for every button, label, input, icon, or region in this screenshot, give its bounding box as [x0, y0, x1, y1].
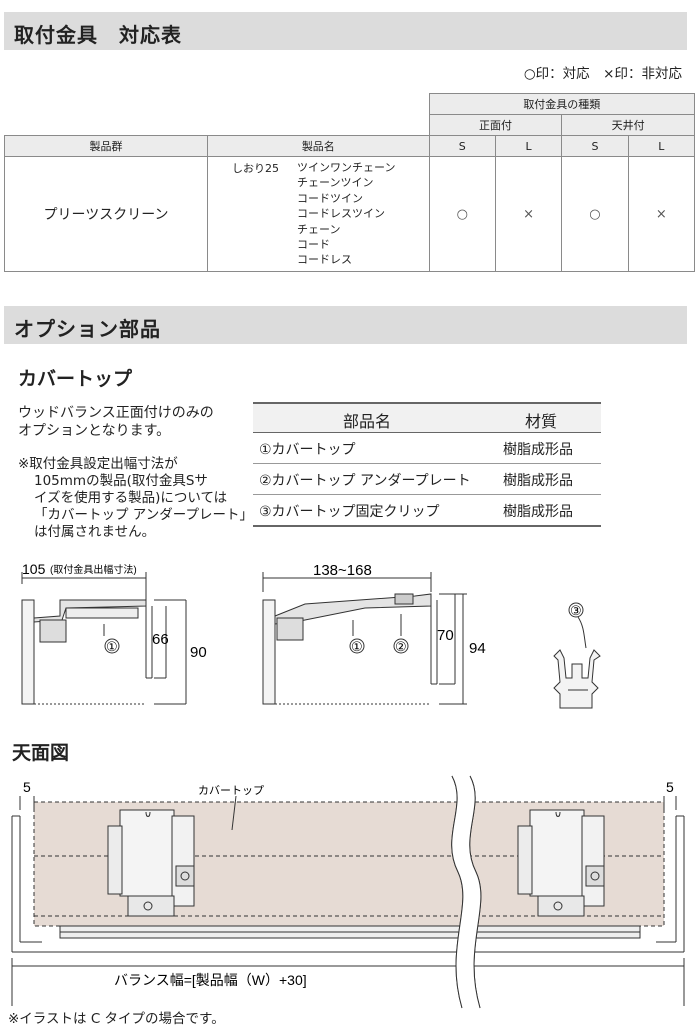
footnote: ※イラストは C タイプの場合です。	[8, 1011, 225, 1027]
header-size: S	[428, 135, 496, 157]
part-name: ①カバートップ	[259, 442, 356, 458]
part-marker-1: ①	[351, 639, 363, 654]
subtitle-cover-top: カバートップ	[18, 368, 133, 390]
diagram-side-105: 105 (取付金具出幅寸法) 66 90 ①	[21, 561, 207, 705]
part-marker-3: ③	[570, 603, 582, 618]
description-line: オプションとなります。	[18, 423, 171, 439]
part-name: ③カバートップ固定クリップ	[259, 504, 440, 520]
header-front-mount: 正面付	[428, 114, 563, 136]
note-line: 「カバートップ アンダープレート」	[34, 507, 253, 523]
compat-mark: ○	[428, 156, 496, 272]
dim-width-138-168: 138~168	[313, 562, 372, 579]
gap-left-5: 5	[23, 779, 31, 795]
list-item: コードツイン	[297, 191, 364, 205]
section-bar-mount-table: 取付金具 対応表	[4, 12, 687, 50]
parts-table: 部品名 材質 ①カバートップ 樹脂成形品 ②カバートップ アンダープレート 樹脂…	[253, 402, 601, 527]
part-material: 樹脂成形品	[503, 504, 573, 520]
header-size: L	[494, 135, 563, 157]
gap-right-5: 5	[666, 779, 674, 795]
dim-height-90: 90	[190, 644, 207, 661]
header-part-name: 部品名	[343, 412, 392, 431]
compat-mark: ×	[494, 156, 563, 272]
cover-top-label: カバートップ	[198, 784, 264, 797]
compat-mark: ×	[627, 156, 696, 272]
list-item: ツインワンチェーン	[297, 161, 396, 174]
dim-height-94: 94	[469, 640, 486, 657]
table-row: ②カバートップ アンダープレート 樹脂成形品	[253, 464, 601, 495]
part-marker-1: ①	[106, 639, 118, 654]
compat-mark: ○	[561, 156, 629, 272]
list-item: チェーンツイン	[297, 176, 374, 190]
dim-width-note: (取付金具出幅寸法)	[50, 563, 137, 576]
note-line: は付属されません。	[34, 524, 156, 540]
description-line: ウッドバランス正面付けのみの	[18, 405, 214, 421]
part-material: 樹脂成形品	[503, 442, 573, 458]
header-mount-type: 取付金具の種類	[428, 93, 696, 115]
top-view-title: 天面図	[12, 742, 70, 764]
list-item: コードレスツイン	[297, 207, 386, 221]
diagram-side-138-168: 138~168 70 94 ① ②	[262, 562, 486, 705]
section-bar-options: オプション部品	[4, 306, 687, 344]
table-row: ①カバートップ 樹脂成形品	[253, 433, 601, 464]
parts-table-header: 部品名 材質	[253, 402, 601, 433]
balance-width-formula: バランス幅=[製品幅（W）+30]	[114, 972, 307, 988]
option-note: ※取付金具設定出幅寸法が 105mmの製品(取付金具Sサ イズを使用する製品)に…	[18, 456, 253, 541]
dim-height-66: 66	[152, 631, 169, 648]
note-line: ※取付金具設定出幅寸法が	[18, 456, 178, 472]
dim-width-105: 105	[22, 561, 46, 577]
part-marker-2: ②	[395, 639, 407, 654]
compat-table: 取付金具の種類 正面付 天井付 製品群 製品名 S L S L プリーツスクリー…	[3, 93, 696, 272]
list-item: チェーン	[297, 222, 341, 236]
header-product-name: 製品名	[207, 135, 430, 157]
list-item: コード	[297, 238, 331, 252]
header-size: L	[627, 135, 696, 157]
product-group-cell: プリーツスクリーン	[3, 156, 209, 272]
series-name: しおり25	[232, 162, 280, 175]
table-row: プリーツスクリーン しおり25 ツインワンチェーン チェーンツイン コードツイン…	[3, 156, 696, 272]
section-title-options: オプション部品	[14, 317, 161, 341]
header-product-group: 製品群	[3, 135, 209, 157]
note-line: イズを使用する製品)については	[34, 490, 228, 506]
legend-text: ○印：対応 ×印：非対応	[523, 66, 682, 82]
product-name-cell: しおり25 ツインワンチェーン チェーンツイン コードツイン コードレスツイン …	[207, 156, 430, 272]
diagram-clip: ③	[553, 602, 601, 709]
top-view-diagram: 5 5 カバートップ バランス幅=[製品幅（W）+30]	[11, 775, 685, 1009]
header-ceiling-mount: 天井付	[561, 114, 695, 136]
part-name: ②カバートップ アンダープレート	[259, 473, 471, 489]
table-row: ③カバートップ固定クリップ 樹脂成形品	[253, 495, 601, 527]
note-line: 105mmの製品(取付金具Sサ	[34, 473, 208, 489]
header-size: S	[561, 135, 629, 157]
list-item: コードレス	[297, 253, 353, 267]
dim-height-70: 70	[437, 627, 454, 644]
option-description: ウッドバランス正面付けのみの オプションとなります。	[18, 404, 248, 440]
model-list: ツインワンチェーン チェーンツイン コードツイン コードレスツイン チェーン コ…	[297, 160, 395, 268]
section-title-mount-table: 取付金具 対応表	[14, 23, 182, 47]
part-material: 樹脂成形品	[503, 473, 573, 489]
header-material: 材質	[525, 412, 558, 431]
